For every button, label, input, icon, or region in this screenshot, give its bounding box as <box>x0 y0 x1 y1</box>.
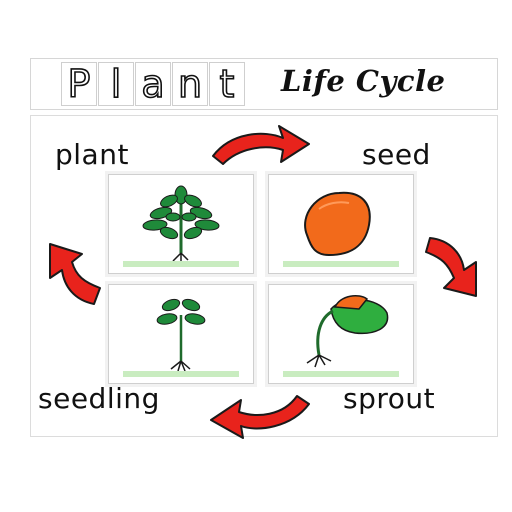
title-letter-1: P <box>61 62 97 106</box>
sprout-icon <box>306 294 389 368</box>
plant-icon <box>142 185 220 262</box>
label-plant: plant <box>55 138 129 171</box>
title-word: P l a n t <box>61 62 246 106</box>
card-seedling <box>108 284 254 384</box>
label-seedling: seedling <box>38 382 160 415</box>
seedling-icon <box>156 298 206 372</box>
card-plant <box>108 174 254 274</box>
title-letter-4: n <box>172 62 208 106</box>
ground-strip <box>283 261 399 267</box>
arrow-sprout-to-seedling-icon <box>210 395 310 439</box>
seed-icon <box>304 191 371 257</box>
title-letter-2: l <box>98 62 134 106</box>
card-seed <box>268 174 414 274</box>
label-seed: seed <box>362 138 431 171</box>
title-letter-5: t <box>209 62 245 106</box>
ground-strip <box>283 371 399 377</box>
arrow-plant-to-seed-icon <box>212 125 310 165</box>
title-bar: P l a n t Life Cycle <box>30 58 498 110</box>
arrow-seed-to-sprout-icon <box>425 237 477 297</box>
arrow-seedling-to-plant-icon <box>49 243 101 305</box>
ground-strip <box>123 261 239 267</box>
title-subtitle: Life Cycle <box>281 64 446 98</box>
label-sprout: sprout <box>343 382 436 415</box>
title-letter-3: a <box>135 62 171 106</box>
card-sprout <box>268 284 414 384</box>
ground-strip <box>123 371 239 377</box>
